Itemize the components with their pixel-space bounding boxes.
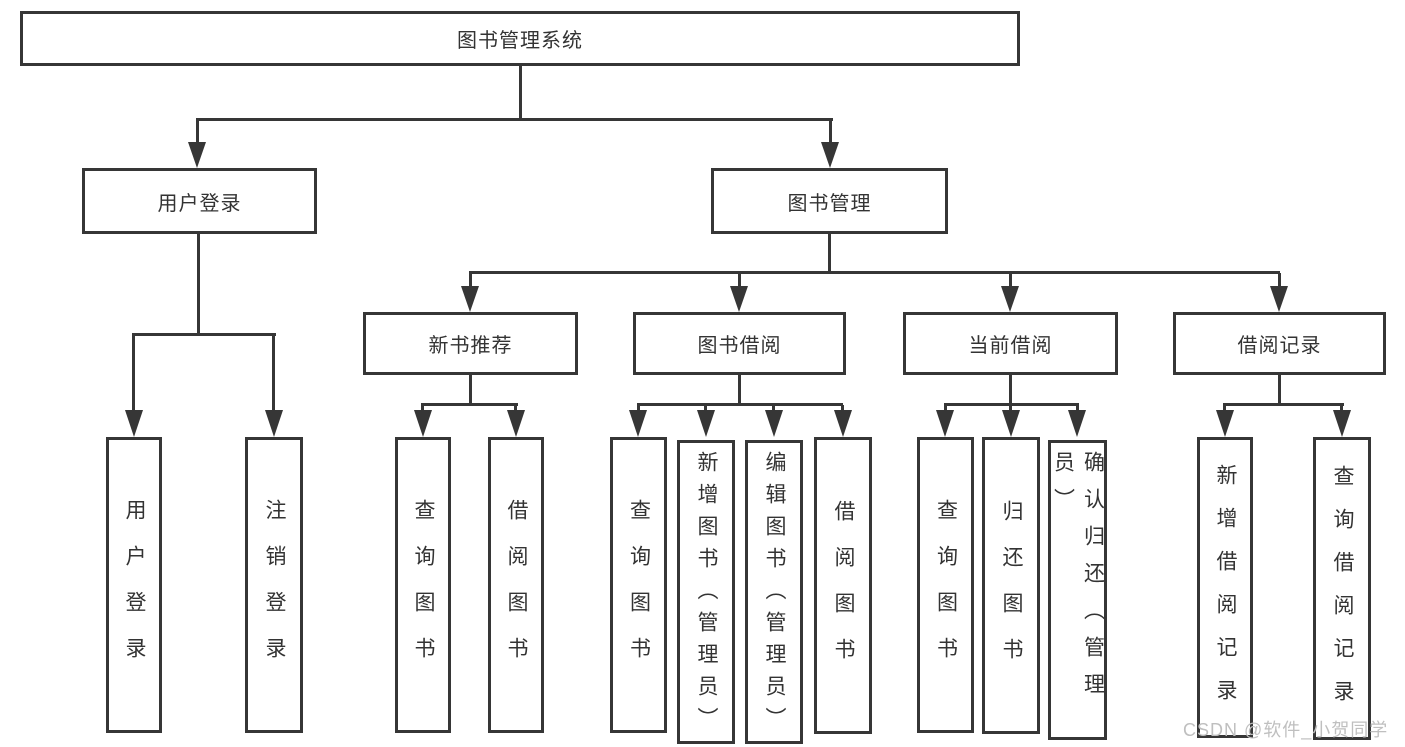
connector-line: [132, 335, 135, 412]
leaf-borrow-book-recommend: 借阅图书: [488, 437, 544, 733]
leaf-logout: 注销登录: [245, 437, 303, 733]
leaf-query-book-current: 查询图书: [917, 437, 974, 733]
arrowhead: [765, 410, 783, 437]
connector-line: [421, 403, 518, 406]
connector-line: [1340, 405, 1343, 413]
connector-line: [132, 333, 276, 336]
connector-line: [829, 120, 832, 144]
connector-line: [469, 375, 472, 405]
connector-line: [519, 66, 522, 119]
leaf-user-login: 用户登录: [106, 437, 162, 733]
arrowhead: [1001, 286, 1019, 312]
leaf-edit-book-admin: 编辑图书（管理员）: [745, 440, 803, 744]
connector-line: [1009, 405, 1012, 413]
node-current-borrow: 当前借阅: [903, 312, 1118, 375]
node-new-book-recommend: 新书推荐: [363, 312, 578, 375]
arrowhead: [414, 410, 432, 437]
connector-line: [944, 403, 1079, 406]
arrowhead: [265, 410, 283, 437]
node-library-management-system: 图书管理系统: [20, 11, 1020, 66]
leaf-return-book: 归还图书: [982, 437, 1040, 734]
connector-line: [196, 118, 833, 121]
connector-line: [828, 234, 831, 273]
connector-line: [637, 403, 843, 406]
leaf-query-book-borrow: 查询图书: [610, 437, 667, 733]
arrowhead: [834, 410, 852, 437]
connector-line: [196, 120, 199, 144]
connector-line: [944, 405, 947, 413]
connector-line: [197, 234, 200, 335]
arrowhead: [1068, 410, 1086, 437]
connector-line: [469, 271, 1280, 274]
node-book-management: 图书管理: [711, 168, 948, 234]
node-book-borrow: 图书借阅: [633, 312, 846, 375]
leaf-query-book-recommend: 查询图书: [395, 437, 451, 733]
connector-line: [637, 405, 640, 413]
arrowhead: [936, 410, 954, 437]
arrowhead: [125, 410, 143, 437]
connector-line: [738, 273, 741, 287]
arrowhead: [1333, 410, 1351, 437]
leaf-add-borrow-record: 新增借阅记录: [1197, 437, 1253, 738]
node-borrow-records: 借阅记录: [1173, 312, 1386, 375]
arrowhead: [1002, 410, 1020, 437]
arrowhead: [1216, 410, 1234, 437]
connector-line: [738, 375, 741, 405]
arrowhead: [697, 410, 715, 437]
arrowhead: [821, 142, 839, 168]
connector-line: [772, 405, 775, 413]
leaf-query-borrow-record: 查询借阅记录: [1313, 437, 1371, 740]
connector-line: [1009, 375, 1012, 405]
connector-line: [514, 405, 517, 413]
arrowhead: [188, 142, 206, 168]
arrowhead: [730, 286, 748, 312]
connector-line: [1223, 405, 1226, 413]
connector-line: [1278, 375, 1281, 405]
arrowhead: [507, 410, 525, 437]
connector-line: [1076, 405, 1079, 413]
arrowhead: [629, 410, 647, 437]
node-user-login: 用户登录: [82, 168, 317, 234]
connector-line: [1223, 403, 1344, 406]
connector-line: [469, 273, 472, 287]
connector-line: [841, 405, 844, 413]
connector-line: [272, 335, 275, 412]
csdn-watermark: CSDN @软件_小贺同学: [1183, 720, 1389, 740]
arrowhead: [461, 286, 479, 312]
connector-line: [704, 405, 707, 413]
connector-line: [1009, 273, 1012, 287]
leaf-borrow-book: 借阅图书: [814, 437, 872, 734]
leaf-confirm-return-admin: 确认归还（管理员）: [1048, 440, 1107, 740]
connector-line: [421, 405, 424, 413]
arrowhead: [1270, 286, 1288, 312]
leaf-add-book-admin: 新增图书（管理员）: [677, 440, 735, 744]
connector-line: [1278, 273, 1281, 287]
